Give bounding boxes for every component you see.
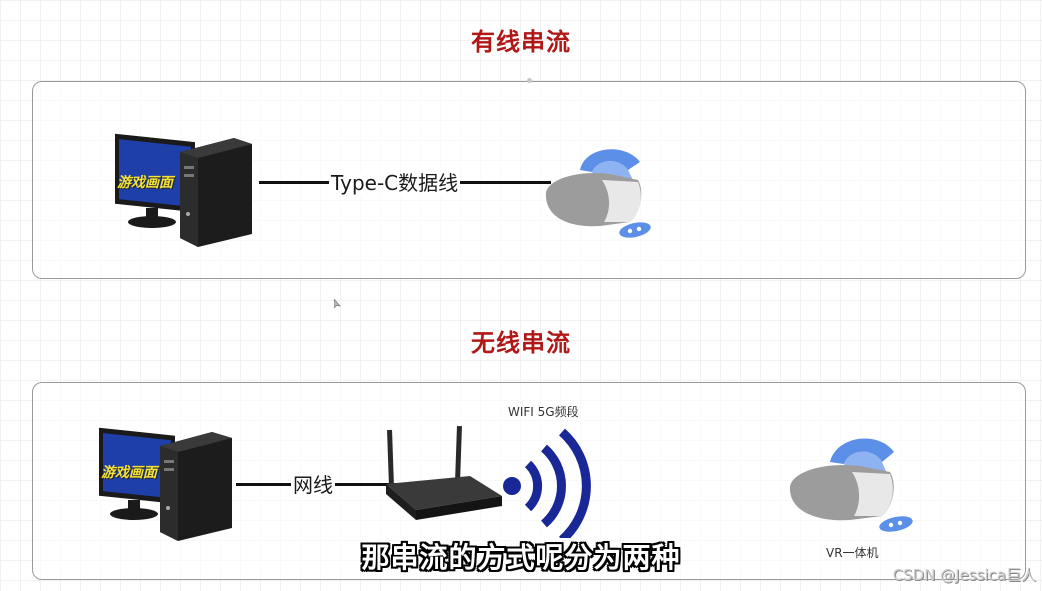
wifi-band-label: WIFI 5G频段 xyxy=(508,405,579,419)
wired-vr-headset-icon xyxy=(540,140,670,240)
vr-all-in-one-label: VR一体机 xyxy=(826,546,879,560)
type-c-label: Type-C数据线 xyxy=(329,171,461,195)
video-subtitle: 那串流的方式呢分为两种 xyxy=(361,541,681,574)
network-cable-label: 网线 xyxy=(291,473,335,497)
standalone-vr-headset-icon xyxy=(786,428,926,538)
wired-pc-icon xyxy=(108,130,258,250)
wired-title: 有线串流 xyxy=(471,28,571,56)
wired-screen-text: 游戏画面 xyxy=(117,175,173,191)
mouse-cursor-icon xyxy=(333,294,342,313)
wireless-screen-text: 游戏画面 xyxy=(101,465,157,481)
wireless-title: 无线串流 xyxy=(471,329,571,357)
panel-handle[interactable] xyxy=(527,78,532,83)
wireless-pc-icon xyxy=(92,424,242,544)
router-icon xyxy=(380,424,510,524)
csdn-watermark: CSDN @Jessica巨人 xyxy=(892,566,1036,584)
wifi-signal-icon xyxy=(498,428,598,544)
